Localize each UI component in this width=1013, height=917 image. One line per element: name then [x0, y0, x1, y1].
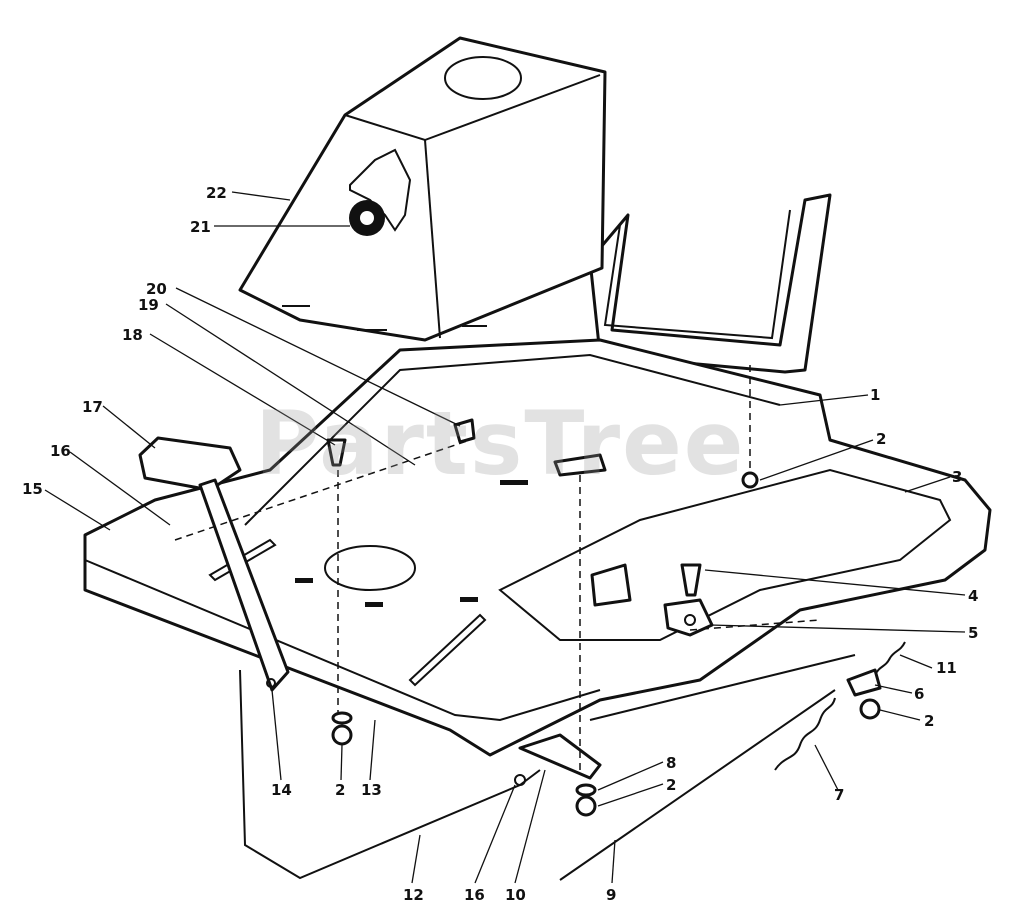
callout-5: 5	[968, 624, 978, 642]
callout-2-center: 2	[666, 776, 676, 794]
callout-12: 12	[403, 886, 424, 904]
callout-16-bottom: 16	[464, 886, 485, 904]
callout-2-upper: 2	[876, 430, 886, 448]
callout-17: 17	[82, 398, 103, 416]
callout-11: 11	[936, 659, 957, 677]
callout-18: 18	[122, 326, 143, 344]
callout-22: 22	[206, 184, 227, 202]
callout-20: 20	[146, 280, 167, 298]
callout-2-left: 2	[335, 781, 345, 799]
callout-21: 21	[190, 218, 211, 236]
callout-2-right: 2	[924, 712, 934, 730]
hardware	[326, 418, 881, 817]
callout-9: 9	[606, 886, 616, 904]
callout-16-top: 16	[50, 442, 71, 460]
callout-8: 8	[666, 754, 676, 772]
callout-10: 10	[505, 886, 526, 904]
callout-3: 3	[952, 468, 962, 486]
callout-13: 13	[361, 781, 382, 799]
leader-lines	[44, 191, 966, 884]
fuel-cap-dial	[349, 200, 385, 236]
callout-1: 1	[870, 386, 880, 404]
callout-4: 4	[968, 587, 978, 605]
callout-7: 7	[834, 786, 844, 804]
callout-labels: 22 21 20 19 18 17 16 15 1 2 3 4 5 11 6 2…	[22, 184, 978, 904]
callout-6: 6	[914, 685, 924, 703]
callout-15: 15	[22, 480, 43, 498]
hood-shroud	[238, 36, 607, 342]
fender-deck	[83, 338, 992, 757]
callout-19: 19	[138, 296, 159, 314]
clutch-pedal	[138, 436, 290, 692]
assembly-lines	[174, 365, 821, 770]
callout-14: 14	[271, 781, 292, 799]
